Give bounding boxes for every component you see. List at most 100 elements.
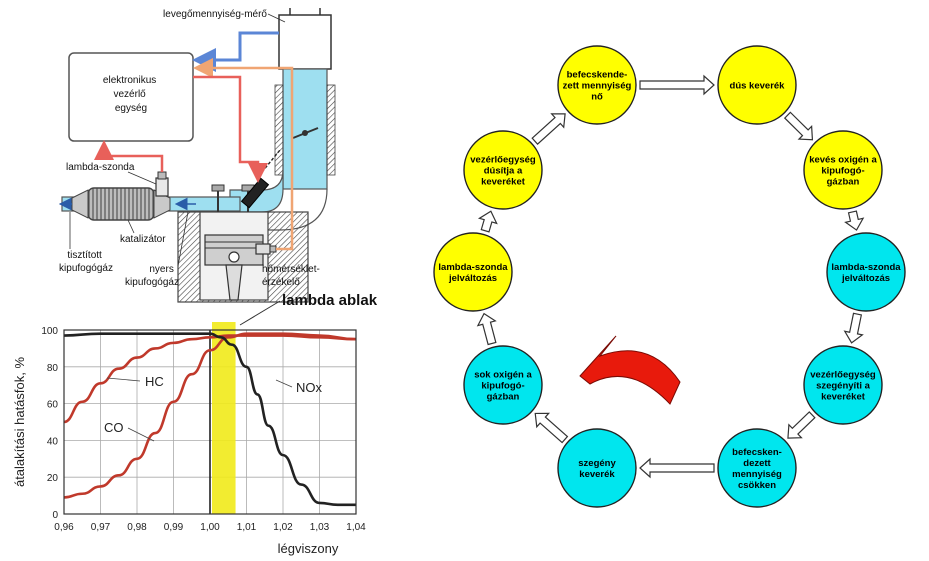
cleaned-exhaust-label-line2: kipufogógáz (59, 263, 113, 274)
lambda-window-title: lambda ablak (282, 292, 378, 309)
series-line-co (63, 332, 357, 499)
raw-exhaust-label-line2: kipufogógáz (125, 277, 179, 288)
raw-exhaust-label-line1: nyers (149, 264, 173, 275)
airflow-meter (278, 14, 332, 70)
cycle-node-circle (717, 45, 797, 125)
x-tick-label: 0,97 (91, 522, 111, 533)
lambda-probe-label: lambda-szonda (66, 162, 135, 173)
svg-text:tisztított kipufogógáz: tisztított kipufogógáz (59, 250, 113, 274)
cycle-arrow (787, 411, 816, 439)
cycle-node-circle (826, 232, 906, 312)
y-tick-label: 100 (41, 326, 58, 337)
cycle-arrow (783, 111, 814, 141)
x-tick-label: 0,99 (164, 522, 184, 533)
y-tick-label: 60 (47, 400, 59, 411)
airflow-meter-label: levegőmennyiség-mérő (163, 9, 267, 20)
lambda-window-band (212, 322, 236, 514)
temp-sensor-label-line1: hőmérséklet- (262, 264, 320, 275)
series-line-nox (63, 332, 356, 507)
cycle-node-circle (433, 232, 513, 312)
catalyst (87, 187, 155, 221)
ecu-label-line3: egység (115, 103, 147, 114)
cycle-arrow (639, 74, 715, 96)
signal-line-temperature (193, 58, 294, 251)
cycle-node-circle (463, 345, 543, 425)
x-tick-label: 0,98 (127, 522, 147, 533)
ecu-label-line2: vezérlő (113, 89, 146, 100)
engine-schematic: elektronikus vezérlő egység levegőmennyi… (58, 8, 336, 303)
cycle-arrow (639, 457, 715, 479)
x-axis-title: légviszony (278, 541, 339, 556)
y-tick-label: 40 (47, 436, 59, 447)
x-tick-labels: 0,96 0,97 0,98 0,99 1,00 1,01 1,02 1,03 1,04 (54, 522, 366, 533)
cycle-node-circle (557, 45, 637, 125)
svg-text:hőmérséklet- érzékelő: hőmérséklet- érzékelő (262, 264, 323, 288)
series-label-co: CO (104, 420, 124, 435)
chart-series (63, 332, 357, 507)
cycle-arrow (476, 312, 497, 346)
x-tick-label: 1,02 (273, 522, 293, 533)
cycle-arrow (534, 412, 569, 444)
cleaned-exhaust-label-line1: tisztított (67, 250, 102, 261)
y-tick-labels: 0 20 40 60 80 100 (41, 326, 58, 521)
y-tick-label: 0 (52, 510, 58, 521)
y-axis-title: átalakítási hatásfok, % (12, 357, 27, 488)
cycle-node-circle (803, 345, 883, 425)
y-tick-label: 80 (47, 363, 59, 374)
rotation-direction-arrow (579, 335, 681, 405)
lambda-window-chart: 0,96 0,97 0,98 0,99 1,00 1,01 1,02 1,03 1,04 0 20… (12, 292, 378, 556)
cycle-arrow (844, 210, 865, 231)
x-tick-label: 1,00 (200, 522, 220, 533)
series-label-nox: NOx (296, 380, 323, 395)
temperature-sensor (255, 243, 271, 255)
x-tick-label: 1,04 (346, 522, 366, 533)
x-tick-label: 1,03 (310, 522, 330, 533)
signal-line-airflow (192, 31, 279, 72)
series-label-hc: HC (145, 374, 164, 389)
cycle-arrow (477, 210, 498, 233)
cycle-arrow (843, 312, 864, 344)
catalyst-label: katalizátor (120, 234, 166, 245)
svg-text:elektronikus vezérlő: elektronikus vezérlő egység (103, 75, 159, 114)
plot-frame (63, 329, 357, 515)
series-line-hc (63, 334, 357, 424)
cycle-arrow (531, 113, 566, 145)
svg-text:nyers kipufogógáz: nyers kipufogógáz (125, 264, 179, 288)
lambda-probe (155, 177, 169, 197)
cycle-node-circle (803, 130, 883, 210)
signal-line-lambda (94, 140, 164, 172)
temp-sensor-label-line2: érzékelő (262, 277, 300, 288)
cycle-node-circle (557, 428, 637, 508)
cycle-node-circle (717, 428, 797, 508)
x-tick-label: 0,96 (54, 522, 74, 533)
x-tick-label: 1,01 (237, 522, 257, 533)
cycle-node-circle (463, 130, 543, 210)
cycle-node-label: dús keverék (730, 81, 786, 92)
cycle-node: dús keverék (717, 45, 797, 125)
ecu-label-line1: elektronikus (103, 75, 156, 86)
cycle-connectors (476, 74, 865, 479)
y-tick-label: 20 (47, 473, 59, 484)
signal-line-injector (193, 75, 268, 183)
ecu-box (68, 52, 194, 142)
